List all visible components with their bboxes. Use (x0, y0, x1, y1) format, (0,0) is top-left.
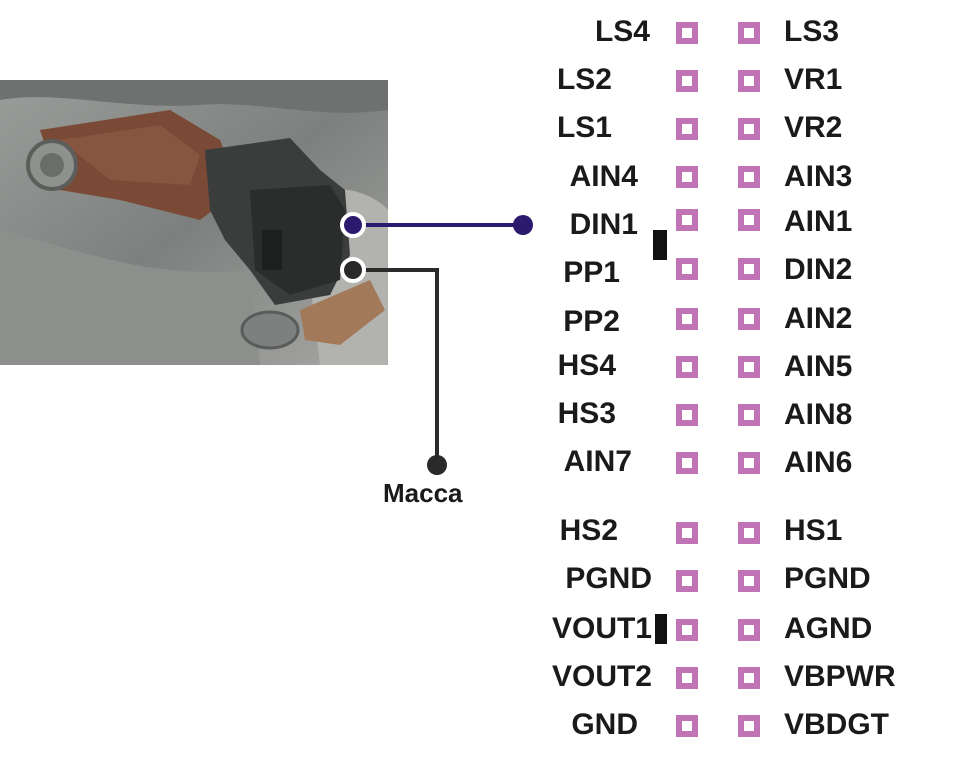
sensor-connector-photo (0, 80, 388, 365)
pin-pad (738, 715, 760, 737)
pin-pad (738, 166, 760, 188)
pin-label-right: AIN5 (784, 350, 853, 383)
pin-label-left: LS2 (556, 63, 612, 96)
pin-label-left: VOUT1 (551, 612, 652, 645)
pin-pad (738, 570, 760, 592)
pin-pad (676, 404, 698, 426)
key-marker (653, 230, 667, 260)
pin-label-left: HS4 (557, 349, 616, 382)
pin-pad (676, 570, 698, 592)
pin-pad (676, 452, 698, 474)
pin-label-left: HS2 (559, 514, 618, 547)
pin-label-right: VBDGT (784, 708, 889, 741)
pin-label-right: VR1 (784, 63, 843, 96)
pin-pad (738, 404, 760, 426)
pin-label-right: DIN2 (784, 253, 853, 286)
pin-pad (676, 258, 698, 280)
pin-pad (676, 715, 698, 737)
pin-pad (738, 258, 760, 280)
pin-pad (676, 166, 698, 188)
pin-label-left: AIN7 (563, 445, 632, 478)
pin-label-right: VR2 (784, 111, 843, 144)
pin-pad (676, 356, 698, 378)
pin-label-right: HS1 (784, 514, 843, 547)
pin-pad (676, 209, 698, 231)
pin-pad (738, 209, 760, 231)
pin-pad (738, 70, 760, 92)
pin-label-left: DIN1 (569, 208, 638, 241)
pin-label-right: AIN8 (784, 398, 853, 431)
pin-pad (738, 356, 760, 378)
pin-label-left: LS4 (594, 15, 650, 48)
pin-pad (676, 667, 698, 689)
pin-label-left: AIN4 (569, 160, 638, 193)
pin-label-left: VOUT2 (551, 660, 652, 693)
ground-label: Macca (383, 478, 463, 508)
pin-pad (738, 619, 760, 641)
pin-pad (738, 308, 760, 330)
pin-pad (676, 118, 698, 140)
pin-pad (676, 522, 698, 544)
pin-pad (676, 619, 698, 641)
signal-wire (340, 212, 533, 238)
pin-pad (676, 308, 698, 330)
pin-label-right: AGND (784, 612, 873, 645)
pin-pad (676, 70, 698, 92)
pin-label-left: HS3 (557, 397, 616, 430)
pin-label-right: PGND (784, 562, 871, 595)
pin-label-left: PP2 (563, 305, 620, 338)
pin-label-left: PGND (565, 562, 652, 595)
pin-label-right: VBPWR (784, 660, 896, 693)
pin-label-right: LS3 (784, 15, 840, 48)
pin-pad (738, 667, 760, 689)
key-marker (655, 614, 667, 644)
pin-label-left: LS1 (556, 111, 612, 144)
pin-pad (676, 22, 698, 44)
pin-label-right: AIN1 (784, 205, 853, 238)
pin-label-right: AIN3 (784, 160, 853, 193)
pin-label-right: AIN2 (784, 302, 853, 335)
ground-wire (340, 257, 447, 475)
pin-label-right: AIN6 (784, 446, 853, 479)
pin-label-left: PP1 (563, 256, 620, 289)
pin-pad (738, 452, 760, 474)
pin-pad (738, 118, 760, 140)
pin-pad (738, 522, 760, 544)
pin-label-left: GND (571, 708, 638, 741)
pin-pad (738, 22, 760, 44)
